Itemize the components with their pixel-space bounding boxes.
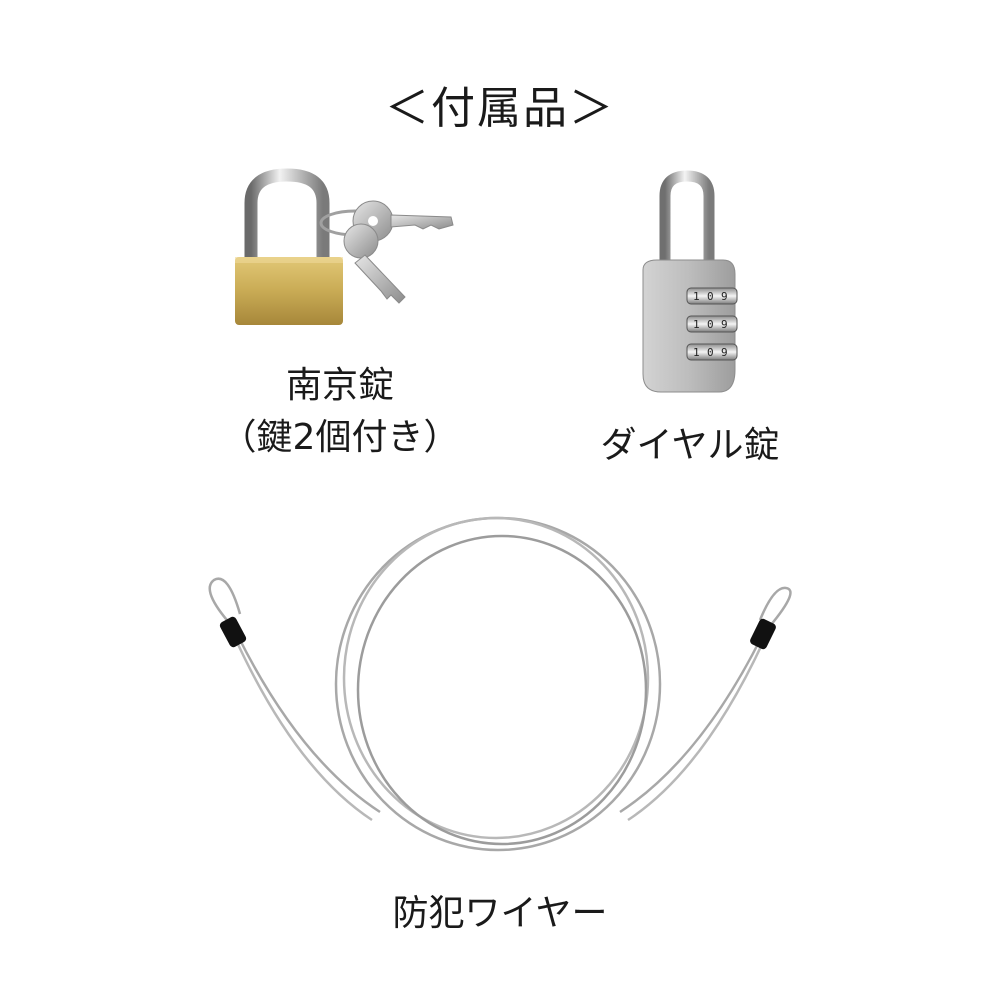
security-wire-label-line1: 防犯ワイヤー — [392, 893, 608, 934]
dial-digit-2-1: 1 — [693, 318, 700, 331]
dial-digit-1-2: 0 — [707, 290, 714, 303]
padlock-label: 南京錠 （鍵2個付き） — [180, 360, 500, 464]
padlock-label-line2: （鍵2個付き） — [220, 417, 460, 458]
dial-digit-3-3: 9 — [721, 346, 728, 359]
dial-digit-3-1: 1 — [693, 346, 700, 359]
padlock-with-keys-image — [235, 168, 454, 325]
combination-lock-label-line1: ダイヤル錠 — [600, 425, 780, 466]
dial-digit-1-1: 1 — [693, 290, 700, 303]
security-wire-label: 防犯ワイヤー — [300, 888, 700, 940]
padlock-label-line1: 南京錠 — [285, 365, 394, 406]
dial-digit-2-3: 9 — [721, 318, 728, 331]
dial-digit-1-3: 9 — [721, 290, 728, 303]
combination-lock-label: ダイヤル錠 — [560, 420, 820, 472]
dial-digit-3-2: 0 — [707, 346, 714, 359]
combination-lock-image: 1 0 9 1 0 9 1 0 9 — [642, 170, 738, 393]
dial-digit-2-2: 0 — [707, 318, 714, 331]
accessories-title: ＜付属品＞ — [385, 83, 615, 134]
